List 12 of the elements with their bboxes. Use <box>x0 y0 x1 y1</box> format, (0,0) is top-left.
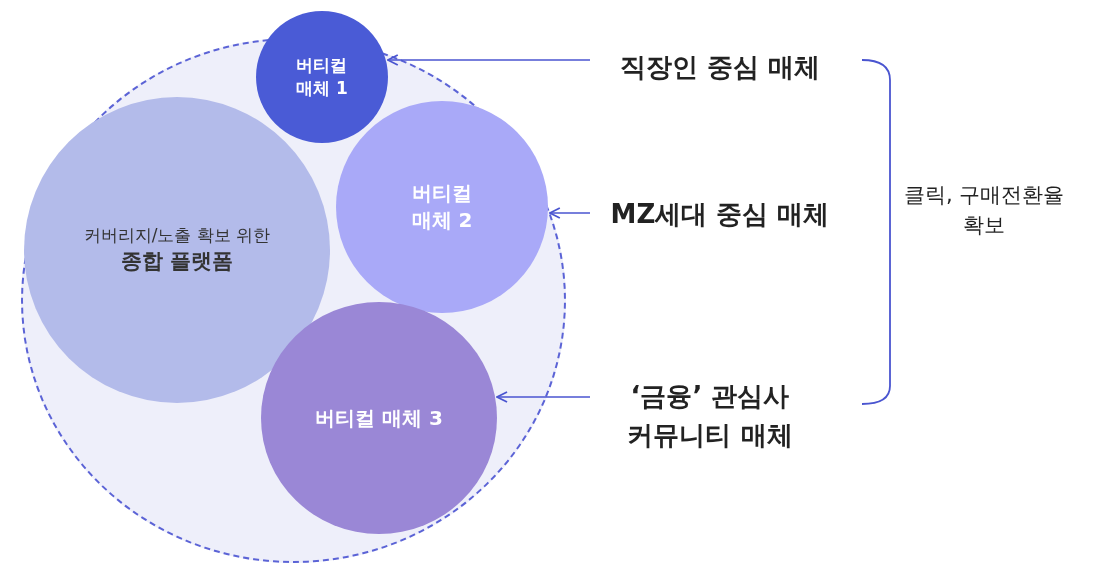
text-label: 직장인 중심 매체 <box>590 45 850 89</box>
text-label: ‘금융’ 관심사 커뮤니티 매체 <box>590 374 830 458</box>
circle-text: 커버리지/노출 확보 위한 <box>83 224 271 248</box>
circle-text: 버티컬 매체 3 <box>315 404 443 432</box>
text-label: MZ세대 중심 매체 <box>590 192 850 236</box>
arrow <box>386 54 591 66</box>
arrow <box>496 391 591 403</box>
circle-text: 버티컬 매체 1 <box>295 54 349 100</box>
circle-text: 버티컬 매체 2 <box>410 180 474 234</box>
circle-text: 종합 플랫폼 <box>120 248 234 276</box>
note-text: 클릭, 구매전환율 확보 <box>902 182 1066 240</box>
arrow <box>548 207 591 219</box>
